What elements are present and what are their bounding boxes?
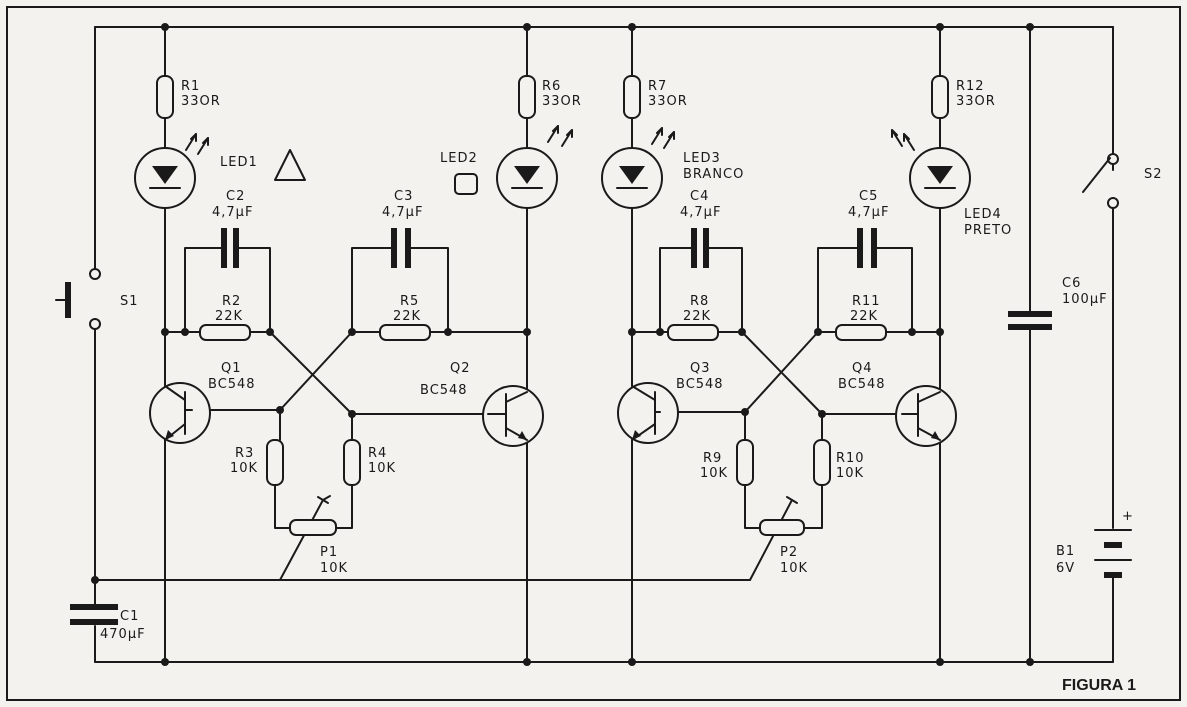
triangle-symbol (274, 149, 306, 181)
label-led3-ref: LED3 (683, 151, 721, 166)
label-q4-type: BC548 (838, 377, 886, 392)
battery-b1 (1094, 529, 1132, 578)
label-b1-polarity: + (1122, 509, 1134, 524)
label-led4-note: PRETO (964, 223, 1012, 238)
label-p1-ref: P1 (320, 545, 338, 560)
label-r10-value: 10K (836, 466, 864, 481)
capacitor-c1 (70, 604, 118, 625)
label-r8-ref: R8 (690, 294, 709, 309)
label-led4-ref: LED4 (964, 207, 1002, 222)
label-p2-ref: P2 (780, 545, 798, 560)
resistor-r11 (835, 324, 887, 341)
capacitor-c5 (857, 228, 877, 268)
resistor-r1 (156, 75, 174, 119)
label-r12-ref: R12 (956, 79, 985, 94)
resistor-r9 (736, 439, 754, 486)
label-s2: S2 (1144, 167, 1163, 182)
label-r7-value: 33OR (648, 94, 688, 109)
label-c2-ref: C2 (226, 189, 245, 204)
resistor-r7 (623, 75, 641, 119)
square-symbol (454, 173, 478, 195)
led-led4 (891, 129, 971, 209)
label-c3-ref: C3 (394, 189, 413, 204)
capacitor-c4 (691, 228, 709, 268)
label-r11-ref: R11 (852, 294, 881, 309)
label-q4-ref: Q4 (852, 361, 873, 376)
junction-dots (91, 23, 1034, 666)
label-b1-ref: B1 (1056, 544, 1075, 559)
switch-s2 (1082, 153, 1119, 209)
resistor-r3 (266, 439, 284, 486)
component-labels: R1 33OR R6 33OR R7 33OR R12 33OR R2 22K … (100, 79, 1163, 642)
label-r5-value: 22K (393, 309, 421, 324)
label-c4-value: 4,7µF (680, 205, 721, 220)
resistor-r6 (518, 75, 536, 119)
label-r4-value: 10K (368, 461, 396, 476)
figure-frame (6, 6, 1181, 701)
resistor-r8 (667, 324, 719, 341)
potentiometer-p2 (759, 496, 805, 536)
label-c6-ref: C6 (1062, 276, 1081, 291)
label-c3-value: 4,7µF (382, 205, 423, 220)
resistor-r12 (931, 75, 949, 119)
figure-label: FIGURA 1 (1062, 677, 1136, 694)
label-r3-ref: R3 (235, 446, 254, 461)
capacitor-c6 (1008, 311, 1052, 330)
label-q3-ref: Q3 (690, 361, 711, 376)
label-q1-ref: Q1 (221, 361, 242, 376)
transistor-q2 (482, 385, 544, 447)
label-r7-ref: R7 (648, 79, 667, 94)
led-led1 (134, 133, 209, 209)
resistor-r10 (813, 439, 831, 486)
capacitor-c2 (221, 228, 239, 268)
led-led2 (496, 125, 573, 209)
label-led2-ref: LED2 (440, 151, 478, 166)
resistor-r2 (199, 324, 251, 341)
label-led3-note: BRANCO (683, 167, 744, 182)
label-r4-ref: R4 (368, 446, 387, 461)
transistor-q1 (149, 382, 211, 444)
label-r9-ref: R9 (703, 451, 722, 466)
label-c5-value: 4,7µF (848, 205, 889, 220)
label-c2-value: 4,7µF (212, 205, 253, 220)
label-r2-value: 22K (215, 309, 243, 324)
label-p2-value: 10K (780, 561, 808, 576)
label-r11-value: 22K (850, 309, 878, 324)
resistor-r5 (379, 324, 431, 341)
label-p1-value: 10K (320, 561, 348, 576)
label-q3-type: BC548 (676, 377, 724, 392)
label-q1-type: BC548 (208, 377, 256, 392)
label-r1-ref: R1 (181, 79, 200, 94)
wiring (94, 26, 1114, 663)
label-r8-value: 22K (683, 309, 711, 324)
label-r6-ref: R6 (542, 79, 561, 94)
transistor-q3 (617, 382, 679, 444)
label-c1-value: 470µF (100, 627, 146, 642)
label-r12-value: 33OR (956, 94, 996, 109)
label-led1-ref: LED1 (220, 155, 258, 170)
label-q2-ref: Q2 (450, 361, 471, 376)
label-c1-ref: C1 (120, 609, 139, 624)
led-led3 (601, 127, 675, 209)
label-r9-value: 10K (700, 466, 728, 481)
label-q2-type: BC548 (420, 383, 468, 398)
label-r3-value: 10K (230, 461, 258, 476)
label-r2-ref: R2 (222, 294, 241, 309)
label-r1-value: 33OR (181, 94, 221, 109)
label-c6-value: 100µF (1062, 292, 1108, 307)
potentiometer-p1 (289, 495, 337, 536)
label-r10-ref: R10 (836, 451, 865, 466)
label-c5-ref: C5 (859, 189, 878, 204)
capacitor-c3 (391, 228, 411, 268)
label-b1-value: 6V (1056, 561, 1075, 576)
transistor-q4 (895, 385, 957, 447)
switch-s1 (55, 268, 101, 330)
resistor-r4 (343, 439, 361, 486)
label-c4-ref: C4 (690, 189, 709, 204)
label-s1: S1 (120, 294, 139, 309)
label-r5-ref: R5 (400, 294, 419, 309)
label-r6-value: 33OR (542, 94, 582, 109)
